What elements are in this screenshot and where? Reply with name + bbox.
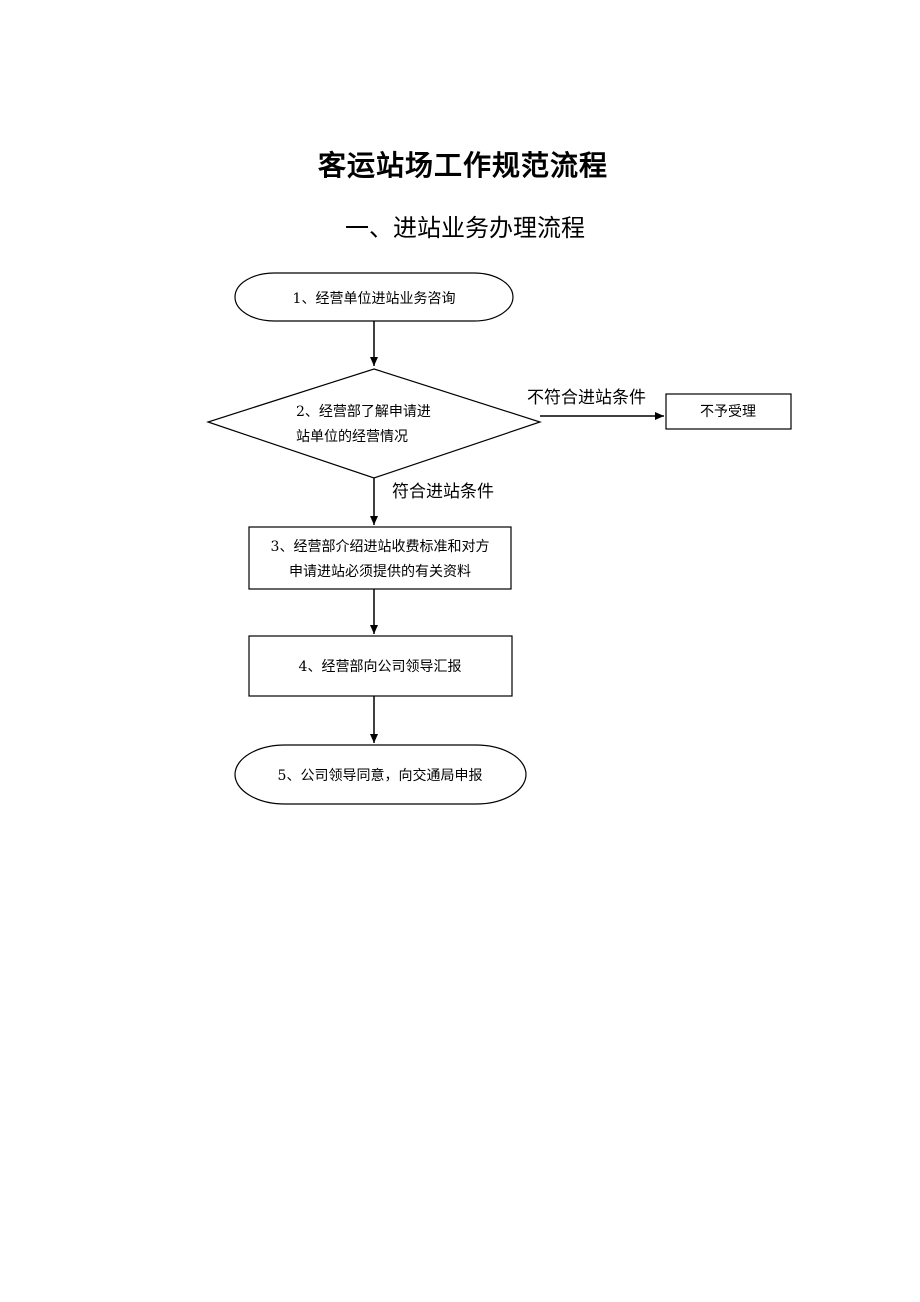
node-6-process: 不予受理 (665, 393, 792, 430)
node-1-terminal: 1、经营单位进站业务咨询 (234, 272, 514, 322)
node-5-label: 5、公司领导同意，向交通局申报 (278, 767, 483, 784)
node-3-label-line-2: 申请进站必须提供的有关资料 (289, 564, 471, 580)
edge-n2-n3: 符合进站条件 (370, 478, 494, 525)
node-6-label: 不予受理 (700, 404, 756, 420)
node-2-label-line-2: 站单位的经营情况 (296, 429, 408, 445)
edge-n2-n6: 不符合进站条件 (527, 388, 664, 420)
edge-label-n2-n6: 不符合进站条件 (527, 388, 646, 408)
node-3-label-line-1: 3、经营部介绍进站收费标准和对方 (271, 539, 490, 555)
node-2-decision: 2、经营部了解申请进 站单位的经营情况 (206, 368, 542, 479)
node-2-label-line-1: 2、经营部了解申请进 (296, 404, 431, 420)
document-title: 客运站场工作规范流程 (317, 149, 608, 182)
edge-label-n2-n3: 符合进站条件 (392, 482, 494, 502)
node-3-process: 3、经营部介绍进站收费标准和对方 申请进站必须提供的有关资料 (248, 526, 512, 590)
node-4-process: 4、经营部向公司领导汇报 (248, 635, 513, 697)
section-title: 一、进站业务办理流程 (345, 214, 585, 242)
node-1-label: 1、经营单位进站业务咨询 (293, 291, 456, 307)
node-5-terminal: 5、公司领导同意，向交通局申报 (234, 744, 527, 805)
node-4-label: 4、经营部向公司领导汇报 (299, 659, 462, 675)
